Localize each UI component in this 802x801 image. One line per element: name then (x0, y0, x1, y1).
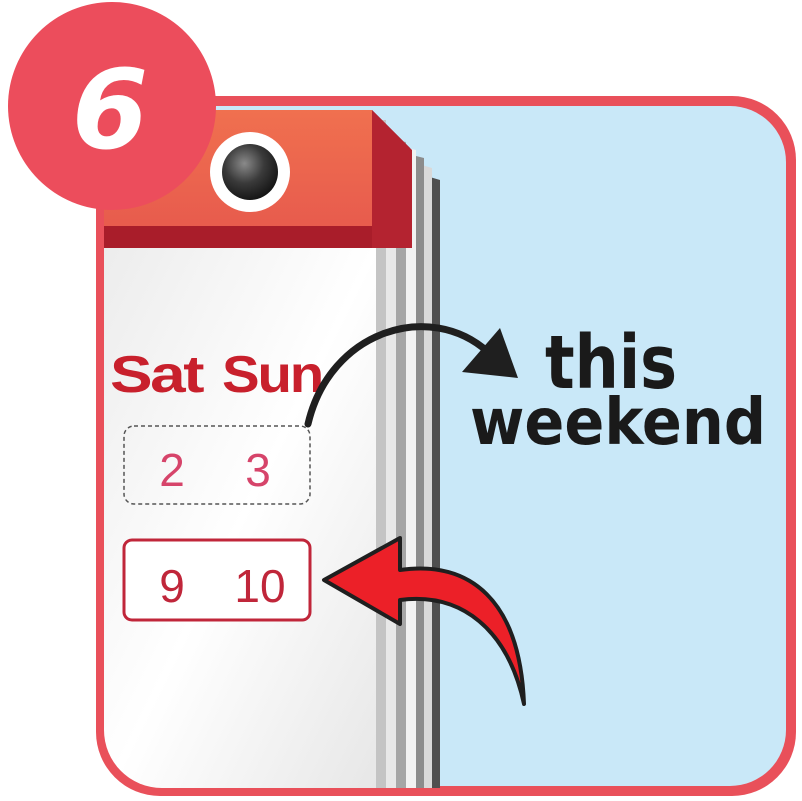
caption-line-2: weekend (470, 386, 766, 460)
date-cell: 3 (245, 444, 271, 496)
date-cell: 10 (234, 560, 285, 612)
date-cell: 9 (159, 560, 185, 612)
day-header-sat: Sat (110, 346, 204, 404)
date-cell: 2 (159, 444, 185, 496)
calendar-page (100, 248, 376, 801)
binder-ring-icon (210, 132, 290, 212)
step-number: 6 (72, 46, 149, 174)
day-header-sun: Sun (222, 346, 322, 404)
step-number-badge: 6 (8, 2, 216, 210)
week-row-next-weekend: 9 10 (124, 540, 310, 620)
